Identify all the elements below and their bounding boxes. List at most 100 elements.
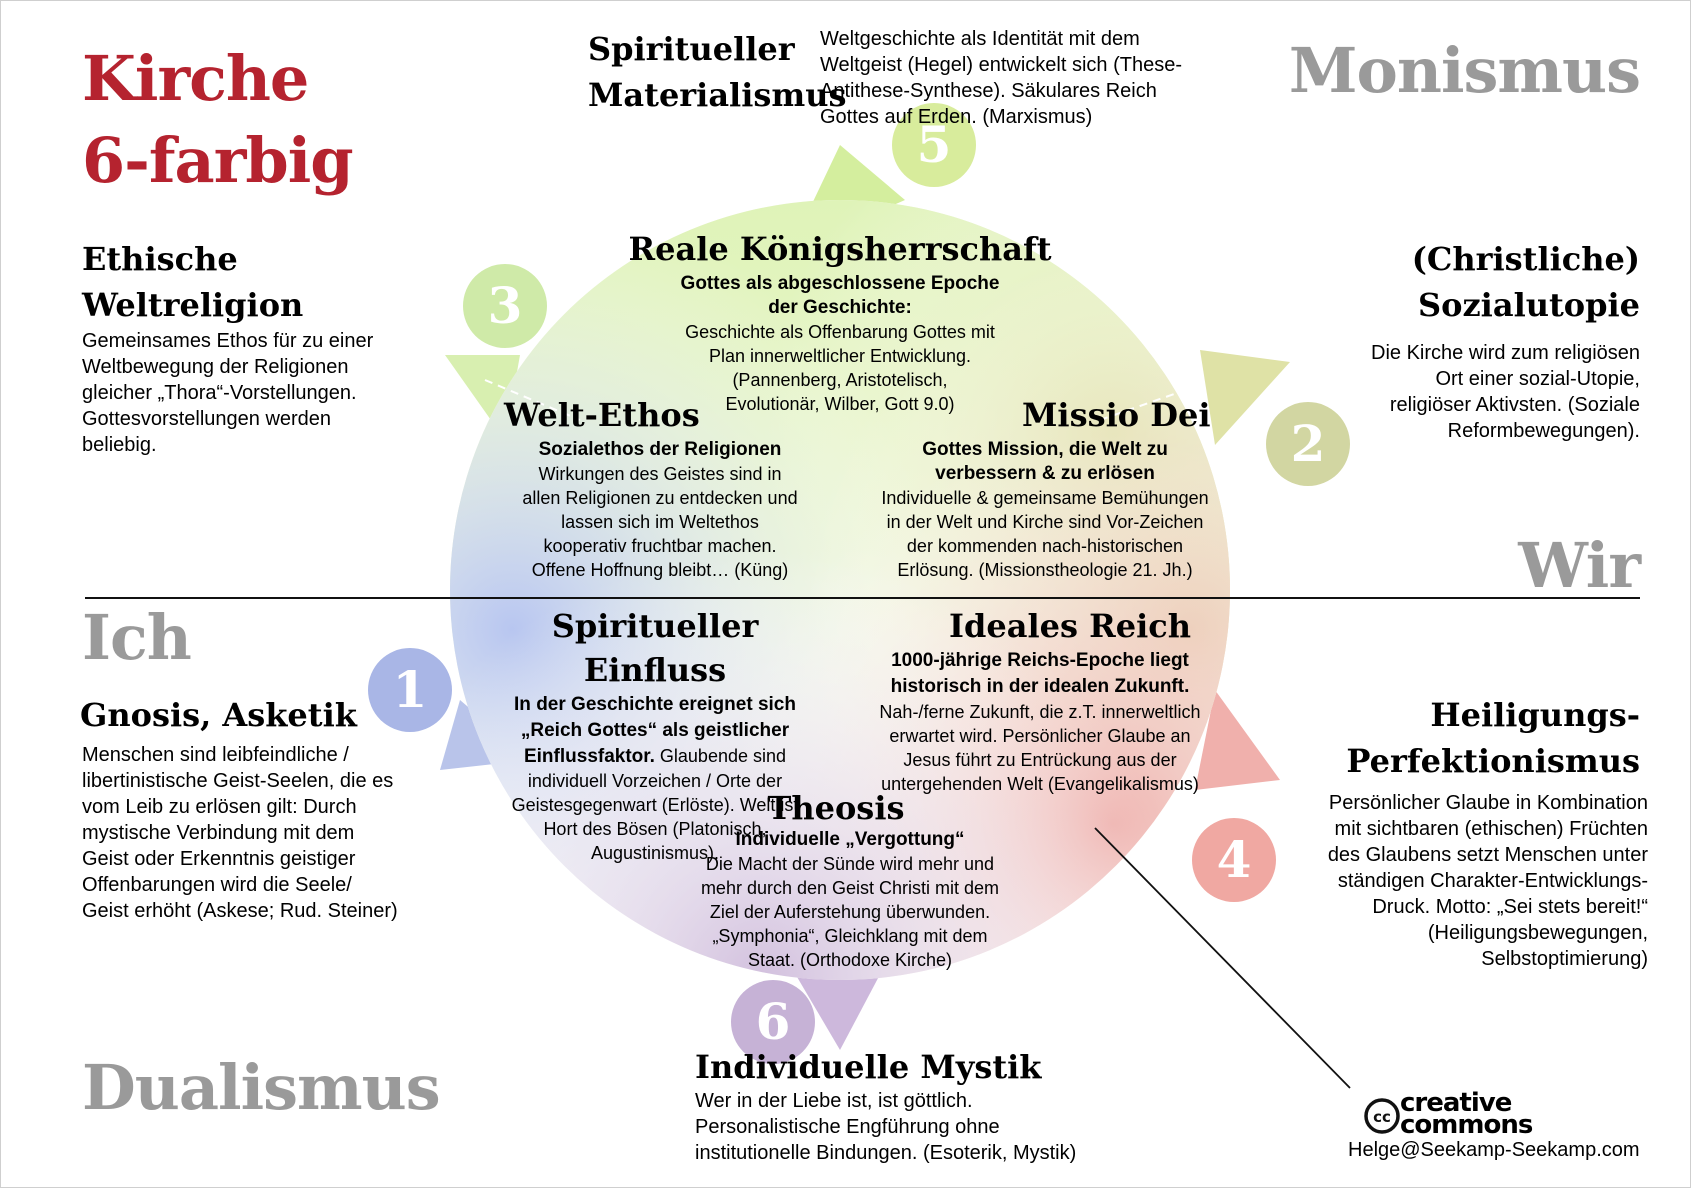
dash-line-left: [484, 379, 581, 421]
text-line: verbessern & zu erlösen: [935, 463, 1155, 484]
gnosis-text: Menschen sind leibfeindliche / libertini…: [82, 742, 398, 924]
number-circle-1: [368, 648, 452, 732]
text-line: vom Leib zu erlösen gilt: Durch: [82, 796, 357, 818]
corner-wir: Wir: [1518, 529, 1641, 602]
text-line: allen Religionen zu entdecken und: [522, 488, 798, 508]
text-line: Erlösung. (Missionstheologie 21. Jh.): [897, 560, 1193, 580]
text-line: mit sichtbaren (ethischen) Früchten: [1334, 818, 1648, 840]
weltethos-block: Sozialethos der Religionen Wirkungen des…: [490, 438, 830, 582]
mystik-title: Individuelle Mystik: [695, 1048, 1042, 1086]
missio-block: Gottes Mission, die Welt zu verbessern &…: [855, 438, 1235, 582]
text-line: Jesus führt zu Entrückung aus der: [903, 750, 1177, 770]
text-line: des Glaubens setzt Menschen unter: [1327, 844, 1648, 866]
text-line: beliebig.: [82, 434, 157, 456]
weltethos-bold: Sozialethos der Religionen: [490, 438, 830, 462]
text-line: (Pannenberg, Aristotelisch,: [732, 370, 948, 390]
text-line: Gemeinsames Ethos für zu einer: [82, 330, 374, 352]
text-line: Geschichte als Offenbarung Gottes mit: [685, 322, 995, 342]
text-line: erwartet wird. Persönlicher Glaube an: [889, 726, 1191, 746]
text-line: mehr durch den Geist Christi mit dem: [700, 878, 1000, 898]
weltethos-text: Wirkungen des Geistes sind in allen Reli…: [490, 462, 830, 582]
text-line: Weltgeist (Hegel) entwickelt sich (These…: [820, 54, 1182, 76]
text-line: Geistesgegenwart (Erlöste). Welt ist: [511, 795, 799, 815]
text-line: Ziel der Auferstehung überwunden.: [709, 902, 991, 922]
spirituell-mat-title-1: Spiritueller: [588, 30, 795, 68]
text-line: religiöser Aktivsten. (Soziale: [1389, 394, 1640, 416]
text-line: Selbstoptimierung): [1481, 948, 1648, 970]
text-line: in der Welt und Kirche sind Vor-Zeichen: [886, 512, 1204, 532]
text-line: „Reich Gottes“ als geistlicher: [520, 720, 790, 741]
spirituell-mat-title: Spiritueller Materialismus: [588, 26, 847, 118]
cc-word-1: creative: [1400, 1088, 1512, 1118]
missio-text: Individuelle & gemeinsame Bemühungen in …: [855, 486, 1235, 582]
mystik-text: Wer in der Liebe ist, ist göttlich. Pers…: [695, 1088, 1076, 1166]
text-line: Wer in der Liebe ist, ist göttlich.: [695, 1090, 973, 1112]
ideales-text: Nah-/ferne Zukunft, die z.T. innerweltli…: [850, 700, 1230, 796]
sozialutopie-title: (Christliche) Sozialutopie: [1300, 236, 1640, 328]
gnosis-title: Gnosis, Asketik: [80, 696, 357, 734]
einfluss-mixed: Einflussfaktor. Glaubende sind: [480, 744, 830, 769]
theosis-text: Die Macht der Sünde wird mehr und mehr d…: [680, 852, 1020, 972]
main-title-line-2: 6-farbig: [82, 124, 354, 197]
text-line: „Symphonia“, Gleichklang mit dem: [712, 926, 988, 946]
number-label-5: 5: [916, 115, 952, 174]
number-circle-4: [1192, 818, 1276, 902]
number-label-1: 1: [392, 660, 428, 719]
text-line: Staat. (Orthodoxe Kirche): [747, 950, 953, 970]
einfluss-mixed-rest: Glaubende sind: [654, 746, 787, 766]
main-title-line-1: Kirche: [82, 42, 309, 115]
heiligung-title-2: Perfektionismus: [1346, 742, 1640, 780]
koenig-bold: Gottes als abgeschlossene Epoche der Ges…: [600, 272, 1080, 320]
cc-wordmark: creative commons: [1400, 1088, 1533, 1138]
main-circle: [450, 200, 1230, 980]
text-line: ständigen Charakter-Entwicklungs-: [1337, 870, 1648, 892]
text-line: kooperativ fruchtbar machen.: [543, 536, 777, 556]
weltethos-title: Welt-Ethos: [504, 396, 700, 434]
dash-line-right: [1099, 384, 1201, 421]
corner-dualismus: Dualismus: [82, 1051, 441, 1124]
text-line: Offene Hoffnung bleibt… (Küng): [531, 560, 789, 580]
pointer-line: [1094, 827, 1351, 1089]
theosis-title: Theosis: [767, 789, 905, 827]
heiligung-title: Heiligungs- Perfektionismus: [1280, 692, 1640, 784]
text-line: Persönlicher Glaube in Kombination: [1328, 792, 1648, 814]
ethische-text: Gemeinsames Ethos für zu einer Weltbeweg…: [82, 328, 373, 458]
text-line: institutionelle Bindungen. (Esoterik, My…: [695, 1142, 1077, 1164]
einfluss-mixed-line: Einflussfaktor. Glaubende sind: [480, 744, 830, 769]
ethische-title: Ethische Weltreligion: [82, 236, 303, 328]
text-line: untergehenden Welt (Evangelikalismus): [881, 774, 1199, 794]
einfluss-block: Spiritueller Einfluss In der Geschichte …: [480, 604, 830, 865]
number-label-3: 3: [487, 276, 523, 335]
spirituell-mat-text: Weltgeschichte als Identität mit dem Wel…: [820, 26, 1182, 130]
text-line: Antithese-Synthese). Säkulares Reich: [820, 80, 1157, 102]
text-line: Geist erhöht (Askese; Rud. Steiner): [82, 900, 398, 922]
text-line: der kommenden nach-historischen: [906, 536, 1184, 556]
text-line: Hort des Bösen (Platonisch,: [543, 819, 767, 839]
koenig-title: Reale Königsherrschaft: [628, 230, 1052, 268]
ideales-block: Ideales Reich 1000-jährige Reichs-Epoche…: [850, 604, 1230, 796]
number-circle-5: [892, 103, 976, 187]
text-line: Sozialethos der Religionen: [538, 439, 782, 460]
ideales-bold: 1000-jährige Reichs-Epoche liegt histori…: [850, 648, 1230, 700]
star-point-lower-right: [1195, 690, 1280, 790]
corner-ich: Ich: [82, 601, 192, 674]
text-line: individuell Vorzeichen / Orte der: [527, 771, 783, 791]
text-line: Individuelle „Vergottung“: [735, 829, 965, 850]
number-circle-3: [463, 264, 547, 348]
einfluss-bold: In der Geschichte ereignet sich „Reich G…: [480, 692, 830, 744]
koenig-text: Geschichte als Offenbarung Gottes mit Pl…: [600, 320, 1080, 416]
cc-icon: cc: [1364, 1098, 1400, 1134]
text-line: Gottesvorstellungen werden: [82, 408, 332, 430]
ethische-title-1: Ethische: [82, 240, 238, 278]
sozialutopie-text: Die Kirche wird zum religiösen Ort einer…: [1290, 340, 1640, 444]
text-line: Ort einer sozial-Utopie,: [1435, 368, 1640, 390]
text-line: Individuelle & gemeinsame Bemühungen: [881, 488, 1209, 508]
number-label-6: 6: [755, 992, 791, 1051]
text-line: Evolutionär, Wilber, Gott 9.0): [725, 394, 955, 414]
corner-monismus: Monismus: [1288, 34, 1641, 107]
cc-logo: cc creative commons: [1362, 1088, 1562, 1138]
text-line: Druck. Motto: „Sei stets bereit!“: [1372, 896, 1648, 918]
text-line: Weltgeschichte als Identität mit dem: [820, 28, 1140, 50]
license-email[interactable]: Helge@Seekamp-Seekamp.com: [1348, 1139, 1640, 1161]
